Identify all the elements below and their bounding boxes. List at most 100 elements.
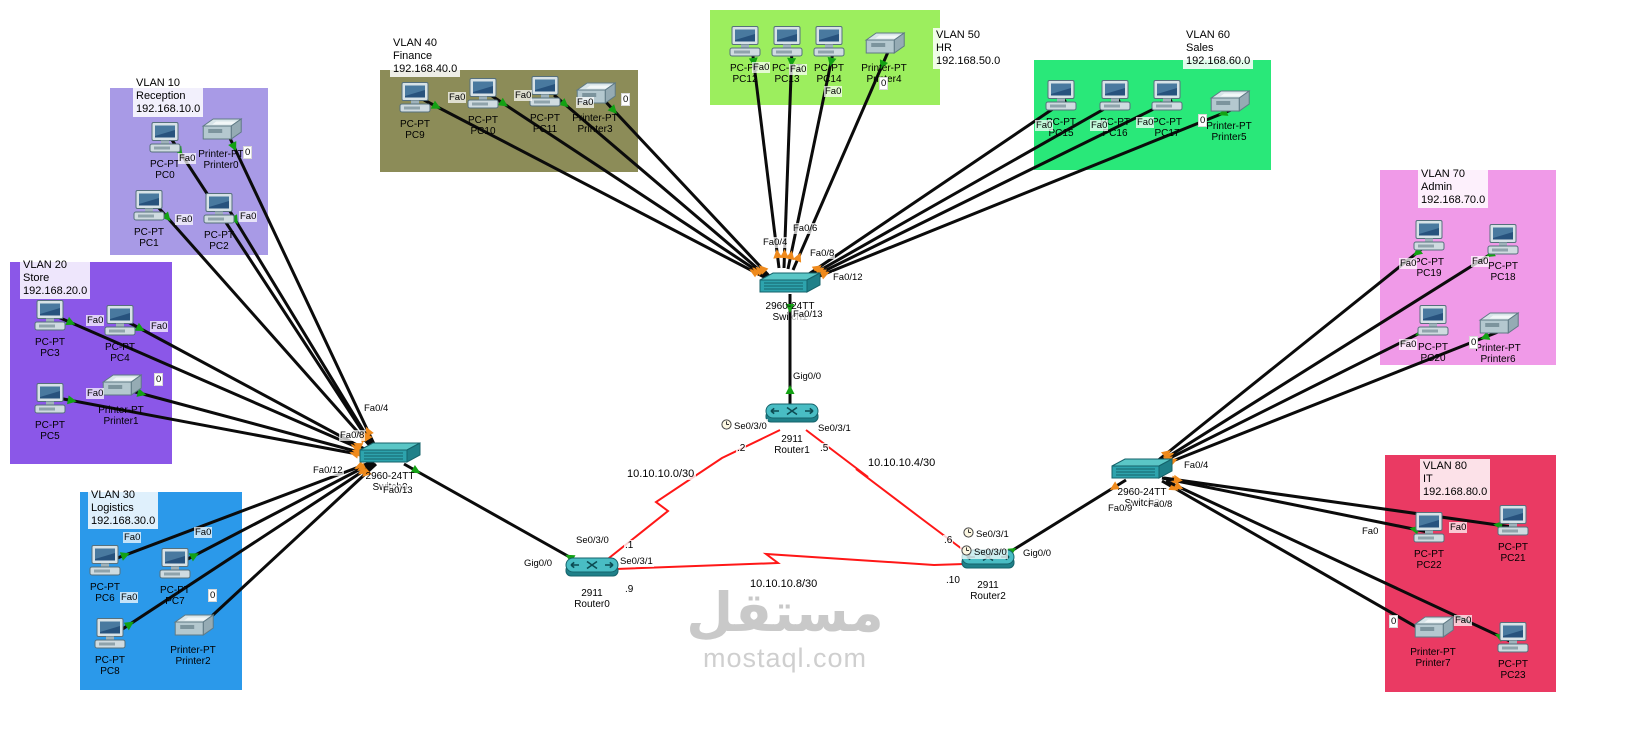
switch-icon	[359, 442, 421, 470]
ethernet-link[interactable]	[1159, 330, 1499, 468]
ethernet-link[interactable]	[809, 98, 1173, 280]
ethernet-link[interactable]	[57, 396, 369, 458]
serial-link[interactable]	[615, 552, 965, 570]
pc-icon	[1149, 80, 1185, 116]
ethernet-link[interactable]	[111, 460, 373, 562]
ethernet-link[interactable]	[117, 462, 375, 634]
ethernet-link[interactable]	[423, 98, 767, 280]
ethernet-link[interactable]	[782, 47, 794, 269]
serial-link[interactable]	[805, 429, 971, 556]
ethernet-link[interactable]	[1161, 479, 1433, 638]
port-label: Fa0/8	[339, 430, 366, 441]
port-label: Fa0/4	[1183, 460, 1210, 471]
printer-icon	[200, 116, 243, 148]
ethernet-link[interactable]	[553, 93, 771, 281]
port-label: Fa0	[120, 592, 139, 603]
ethernet-link[interactable]	[805, 98, 1067, 278]
ethernet-link[interactable]	[1155, 325, 1433, 467]
ethernet-link[interactable]	[491, 94, 769, 280]
ethernet-link[interactable]	[811, 106, 1237, 281]
ethernet-link[interactable]	[127, 320, 371, 454]
link-status-indicator	[773, 249, 783, 259]
wan-network-label: 10.10.10.0/30	[625, 468, 697, 480]
ethernet-link[interactable]	[226, 207, 376, 449]
ethernet-link[interactable]	[1163, 476, 1513, 529]
pc-icon	[32, 300, 68, 336]
ethernet-link[interactable]	[170, 139, 374, 447]
ethernet-link[interactable]	[999, 478, 1127, 560]
ethernet-link[interactable]	[57, 315, 369, 454]
ethernet-link[interactable]	[602, 98, 774, 281]
link-status-indicator	[364, 431, 373, 442]
ethernet-link[interactable]	[1157, 245, 1503, 465]
port-label: Fa0	[789, 64, 808, 75]
ethernet-link[interactable]	[127, 388, 371, 457]
ethernet-link[interactable]	[226, 133, 376, 445]
ip-octet-label: .10	[945, 575, 961, 586]
ethernet-link[interactable]	[1155, 242, 1429, 464]
wan-network-label: 10.10.10.8/30	[748, 578, 820, 590]
ethernet-link[interactable]	[181, 460, 375, 564]
port-label: Fa0	[86, 388, 105, 399]
port-label: 0	[243, 146, 253, 159]
ethernet-link[interactable]	[403, 462, 583, 566]
pc-icon	[1097, 80, 1133, 116]
port-label: Fa0	[514, 90, 533, 101]
link-status-indicator	[497, 97, 508, 107]
port-label: Fa0	[824, 86, 843, 97]
switch-icon	[1111, 458, 1173, 486]
port-label: Fa0	[576, 97, 595, 108]
link-status-indicator	[787, 57, 797, 67]
ethernet-link[interactable]	[156, 206, 374, 449]
port-label: Gig0/0	[523, 558, 553, 569]
ethernet-link[interactable]	[198, 462, 378, 629]
ethernet-link[interactable]	[807, 98, 1121, 279]
ethernet-link[interactable]	[1161, 476, 1429, 534]
port-label: Fa0	[1399, 339, 1418, 350]
port-label: Fa0	[175, 214, 194, 225]
port-label: Fa0	[752, 62, 771, 73]
port-label: 0	[1389, 615, 1399, 628]
port-label: Fa0/8	[809, 248, 836, 259]
ethernet-link[interactable]	[750, 47, 781, 269]
